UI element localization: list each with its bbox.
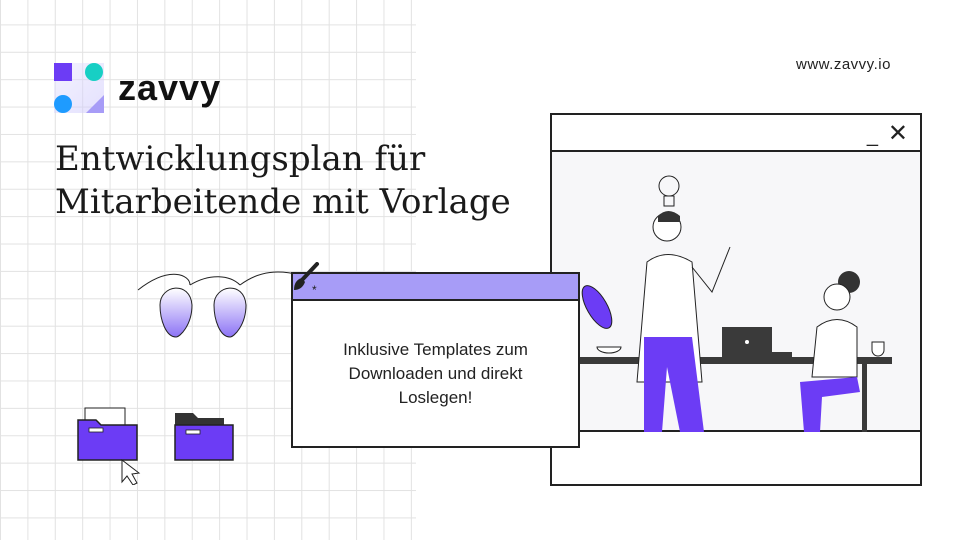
glasses-illustration-icon xyxy=(137,271,301,338)
card-text-line: Downloaden und direkt xyxy=(348,364,523,383)
illustration-window: _ ✕ xyxy=(550,113,922,486)
card-text-line: Loslegen! xyxy=(398,388,473,407)
paintbrush-icon: * xyxy=(294,262,319,297)
info-card: Inklusive Templates zum Downloaden und d… xyxy=(291,272,580,448)
title-line-1: Entwicklungsplan für xyxy=(55,139,426,179)
laptop-icon xyxy=(722,327,792,357)
close-icon[interactable]: ✕ xyxy=(887,120,908,147)
title-line-2: Mitarbeitende mit Vorlage xyxy=(55,182,511,222)
card-text-line: Inklusive Templates zum xyxy=(343,340,528,359)
plant-icon xyxy=(581,285,622,354)
card-titlebar xyxy=(293,274,578,301)
folder-with-cursor-icon xyxy=(77,407,141,485)
zavvy-logo-icon xyxy=(54,63,104,113)
svg-text:*: * xyxy=(312,283,317,297)
brand-logo: zavvy xyxy=(54,63,221,113)
brand-name: zavvy xyxy=(118,67,222,108)
window-titlebar: _ ✕ xyxy=(552,115,920,152)
coffee-cup-icon xyxy=(871,341,885,357)
website-url[interactable]: www.zavvy.io xyxy=(796,56,891,73)
man-figure xyxy=(636,211,731,432)
minimize-icon[interactable]: _ xyxy=(866,125,878,147)
woman-figure xyxy=(800,271,860,432)
folder-icon xyxy=(174,413,234,461)
desk xyxy=(552,357,892,364)
office-illustration xyxy=(552,152,920,432)
lightbulb-icon xyxy=(658,175,680,207)
card-text: Inklusive Templates zum Downloaden und d… xyxy=(293,338,578,410)
page-title: Entwicklungsplan für Mitarbeitende mit V… xyxy=(55,138,511,224)
